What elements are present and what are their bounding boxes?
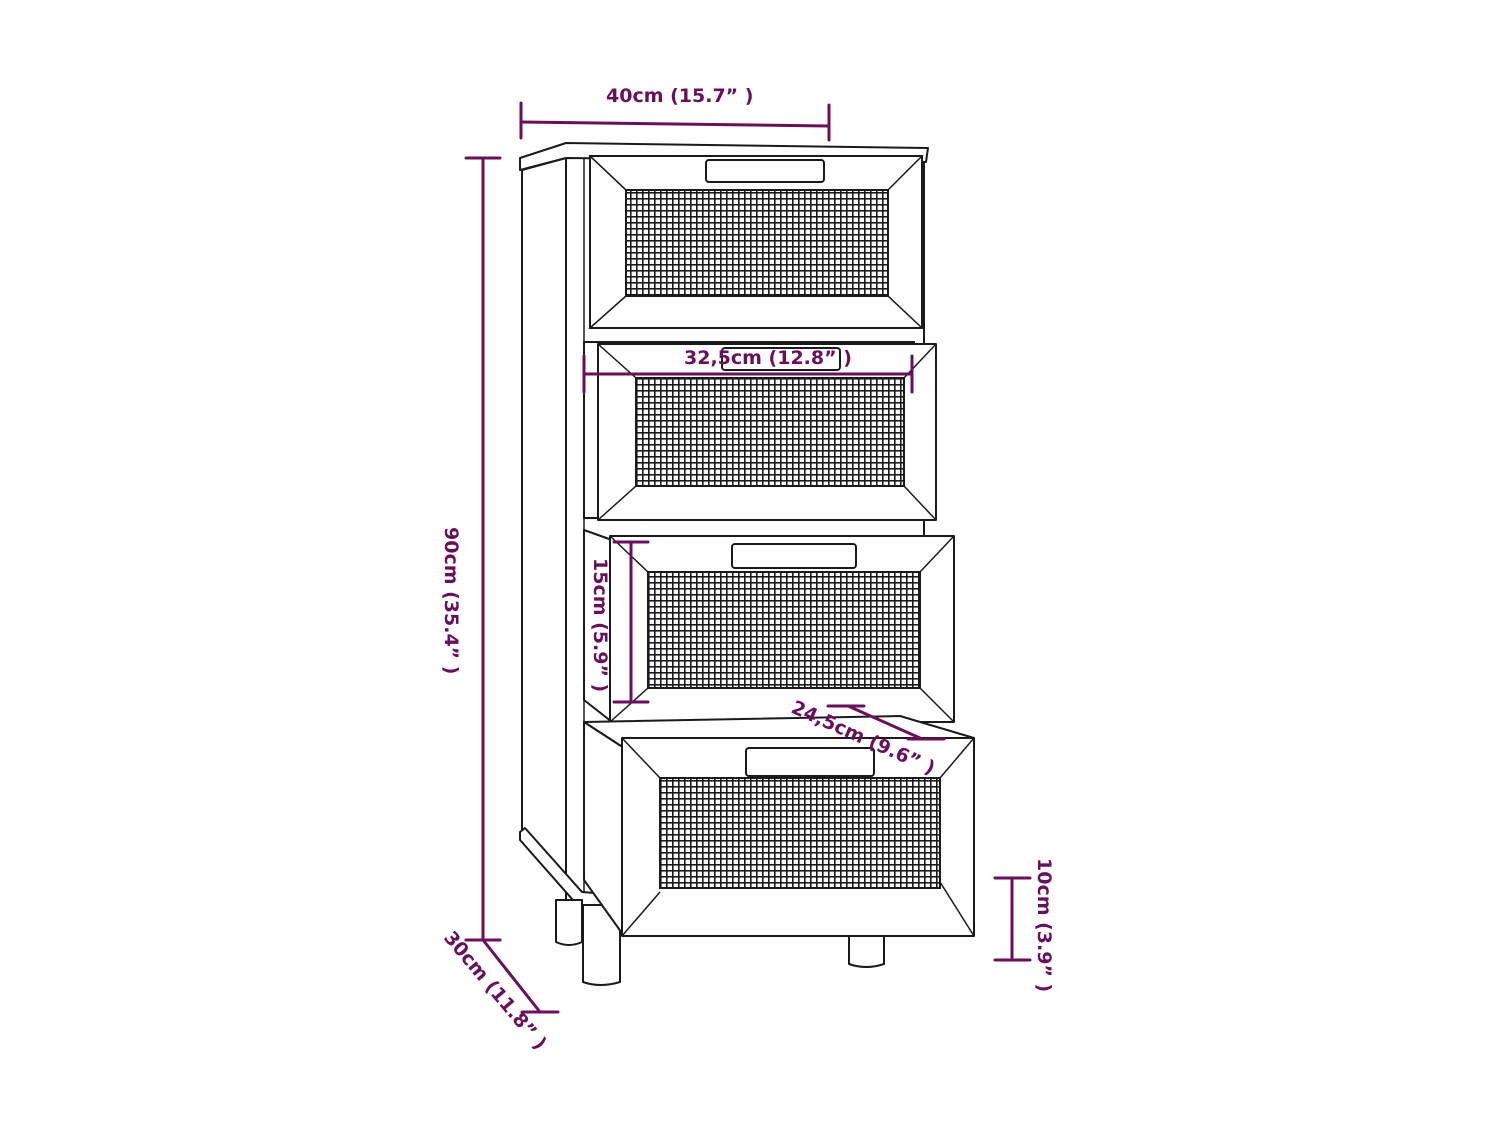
drawer-1-rattan-panel bbox=[625, 189, 889, 297]
depth-label: 30cm (11.8” ) bbox=[439, 927, 551, 1054]
dimension-drawer-width: 32,5cm (12.8” ) bbox=[582, 347, 914, 394]
width-label: 40cm (15.7” ) bbox=[606, 85, 753, 107]
drawer-height-label: 15cm (5.9” ) bbox=[589, 558, 611, 692]
leg-back-left bbox=[555, 899, 583, 946]
drawer-width-label: 32,5cm (12.8” ) bbox=[684, 347, 852, 369]
leg-front-left bbox=[582, 904, 621, 986]
dimension-depth: 30cm (11.8” ) bbox=[439, 927, 560, 1054]
drawer-1 bbox=[588, 155, 924, 329]
drawer-3-rattan-panel bbox=[647, 571, 921, 689]
height-label: 90cm (35.4” ) bbox=[440, 527, 462, 674]
drawer-3-handle bbox=[731, 543, 857, 569]
drawer-3 bbox=[583, 529, 955, 723]
dimension-height: 90cm (35.4” ) bbox=[440, 156, 502, 942]
drawer-1-handle bbox=[705, 159, 825, 183]
leg-height-label: 10cm (3.9” ) bbox=[1033, 858, 1055, 992]
drawer-4 bbox=[583, 715, 975, 937]
drawer-4-handle bbox=[745, 747, 875, 777]
drawer-2-rattan-panel bbox=[635, 377, 905, 487]
dimension-drawer-height: 15cm (5.9” ) bbox=[589, 540, 650, 704]
dimension-width: 40cm (15.7” ) bbox=[519, 85, 831, 142]
drawer-2-handle bbox=[721, 347, 841, 371]
dimension-leg-height: 10cm (3.9” ) bbox=[993, 858, 1055, 992]
drawer-4-rattan-panel bbox=[659, 777, 941, 889]
